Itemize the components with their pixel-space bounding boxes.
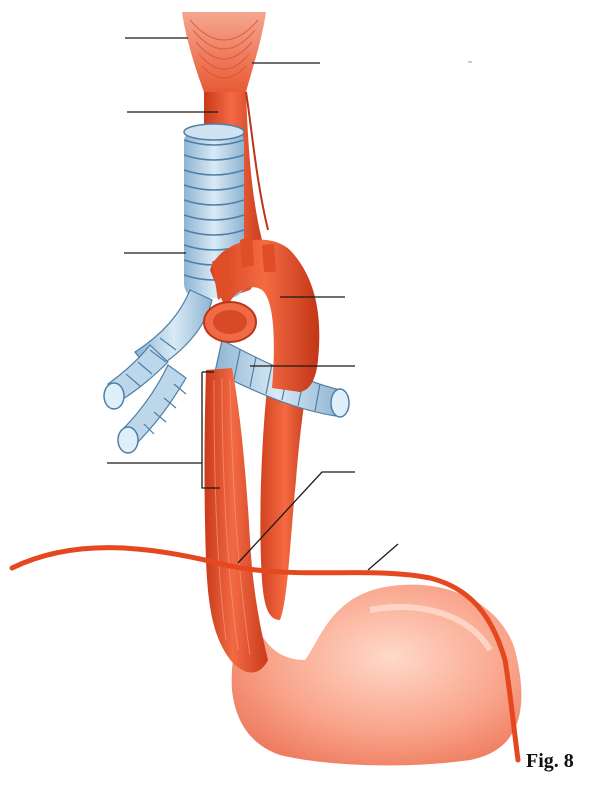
- bronchus-upper-opening: [104, 383, 124, 409]
- speck-mark: [468, 61, 472, 63]
- leader-line-diaphragm: [368, 544, 398, 570]
- leader-line-thoracic-esophagus: [107, 463, 220, 488]
- leader-lines: [107, 38, 398, 570]
- bronchus-lower-opening: [118, 427, 138, 453]
- left-common-carotid: [240, 236, 254, 268]
- figure-label: Fig. 8: [526, 750, 574, 773]
- right-bronchus-opening: [331, 389, 349, 417]
- trachea-top-opening: [184, 124, 244, 140]
- pharynx-funnel: [182, 12, 266, 92]
- ascending-aorta-lumen: [213, 310, 247, 334]
- left-subclavian: [262, 244, 276, 272]
- leader-line-hiatus: [238, 472, 355, 563]
